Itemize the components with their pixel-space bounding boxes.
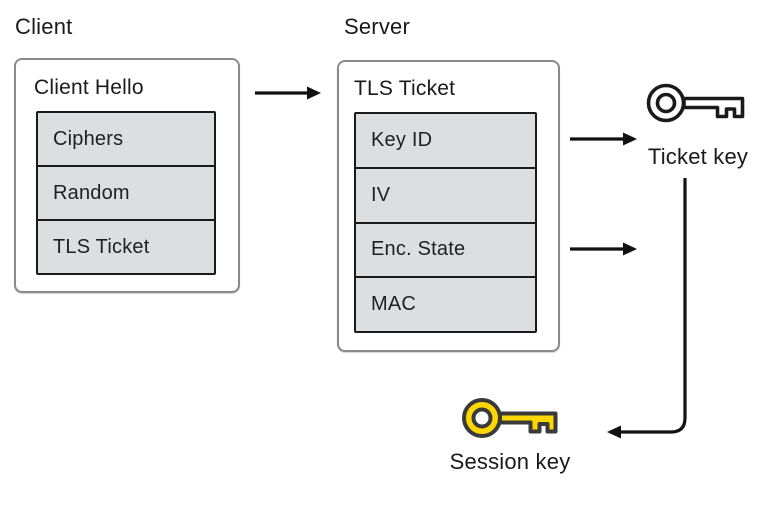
ticket-key-label: Ticket key: [647, 144, 749, 169]
client-hello-box: Client Hello Ciphers Random TLS Ticket: [14, 58, 240, 293]
session-key-label: Session key: [449, 449, 571, 474]
ticket-key-icon: [645, 81, 747, 125]
arrow-ticket-key-to-session-key: [607, 178, 687, 439]
field-random: Random: [38, 165, 214, 219]
client-hello-fields: Ciphers Random TLS Ticket: [36, 111, 216, 275]
tls-ticket-box: TLS Ticket Key ID IV Enc. State MAC: [337, 60, 560, 352]
session-key-icon: [460, 395, 560, 441]
field-enc-state: Enc. State: [356, 221, 535, 277]
field-mac: MAC: [356, 276, 535, 331]
tls-ticket-fields: Key ID IV Enc. State MAC: [354, 112, 537, 333]
field-tls-ticket: TLS Ticket: [38, 219, 214, 273]
tls-ticket-title: TLS Ticket: [354, 77, 456, 100]
field-key-id: Key ID: [356, 114, 535, 167]
client-label: Client: [15, 14, 73, 39]
field-ciphers: Ciphers: [38, 113, 214, 165]
field-iv: IV: [356, 166, 535, 222]
client-hello-title: Client Hello: [34, 76, 144, 99]
server-label: Server: [344, 14, 410, 39]
